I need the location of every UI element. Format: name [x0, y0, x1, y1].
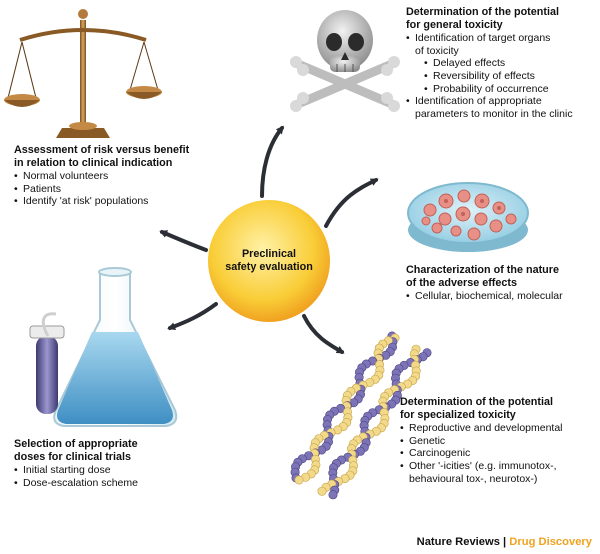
list-item: Genetic — [400, 435, 598, 448]
list-item: Dose-escalation scheme — [14, 477, 214, 490]
list-item: Initial starting dose — [14, 464, 214, 477]
dna-bead — [328, 490, 338, 500]
list-subitem: Probability of occurrence — [406, 83, 598, 96]
risk-benefit-list: Normal volunteers Patients Identify 'at … — [14, 170, 214, 208]
list-item: Patients — [14, 183, 214, 196]
scales-icon — [4, 9, 162, 138]
dna-bead — [317, 486, 327, 496]
list-item-continuation: behavioural tox-, neurotox-) — [409, 472, 538, 485]
credit-separator: | — [499, 536, 510, 548]
dose-selection-block: Selection of appropriate doses for clini… — [14, 438, 214, 489]
arrow-to-adverse-effects — [324, 178, 379, 228]
list-subitem: Reversibility of effects — [406, 70, 598, 83]
journal-name: Drug Discovery — [509, 536, 592, 548]
center-label: Preclinical safety evaluation — [208, 200, 330, 322]
adverse-effects-list: Cellular, biochemical, molecular — [406, 290, 598, 303]
list-item-continuation: parameters to monitor in the clinic — [415, 107, 573, 120]
publisher-name: Nature Reviews — [416, 536, 500, 548]
list-item: Identification of target organs — [406, 32, 598, 45]
list-subitem: Delayed effects — [406, 57, 598, 70]
list-item: Cellular, biochemical, molecular — [406, 290, 598, 303]
arrow-to-risk-benefit — [159, 230, 208, 252]
publication-credit: Nature Reviews | Drug Discovery — [417, 536, 592, 548]
general-toxicity-block: Determination of the potential for gener… — [406, 6, 598, 120]
adverse-effects-title: Characterization of the nature of the ad… — [406, 264, 559, 289]
risk-benefit-title: Assessment of risk versus benefit in rel… — [14, 144, 190, 169]
dose-selection-title: Selection of appropriate doses for clini… — [14, 438, 138, 463]
dna-bead — [294, 475, 304, 485]
petri-dish-icon — [407, 182, 529, 252]
list-item: Identify 'at risk' populations — [14, 195, 214, 208]
specialized-toxicity-list: Reproductive and developmental Genetic C… — [400, 422, 598, 485]
list-item: Carcinogenic — [400, 447, 598, 460]
skull-crossbones-icon — [290, 10, 400, 112]
adverse-effects-block: Characterization of the nature of the ad… — [406, 264, 598, 303]
center-line-1: Preclinical — [241, 248, 297, 260]
risk-benefit-block: Assessment of risk versus benefit in rel… — [14, 144, 214, 208]
specialized-toxicity-block: Determination of the potential for speci… — [400, 396, 598, 485]
general-toxicity-title: Determination of the potential for gener… — [406, 6, 559, 31]
center-line-2: safety evaluation — [225, 261, 313, 273]
central-circle — [208, 200, 330, 322]
list-item: Other '-icities' (e.g. immunotox-, — [400, 460, 598, 473]
specialized-toxicity-title: Determination of the potential for speci… — [400, 396, 553, 421]
list-item-continuation: of toxicity — [415, 44, 459, 57]
list-item: Reproductive and developmental — [400, 422, 598, 435]
dose-selection-list: Initial starting dose Dose-escalation sc… — [14, 464, 214, 489]
general-toxicity-list: Identification of target organs of toxic… — [406, 32, 598, 120]
list-item: Normal volunteers — [14, 170, 214, 183]
dna-helix-icon — [290, 331, 432, 500]
arrow-to-dose-selection — [167, 302, 218, 330]
list-item: Identification of appropriate — [406, 95, 598, 108]
flask-test-tube-icon — [29, 267, 178, 427]
arrow-to-specialized-toxicity — [302, 314, 345, 354]
arrow-to-general-toxicity — [260, 125, 284, 198]
